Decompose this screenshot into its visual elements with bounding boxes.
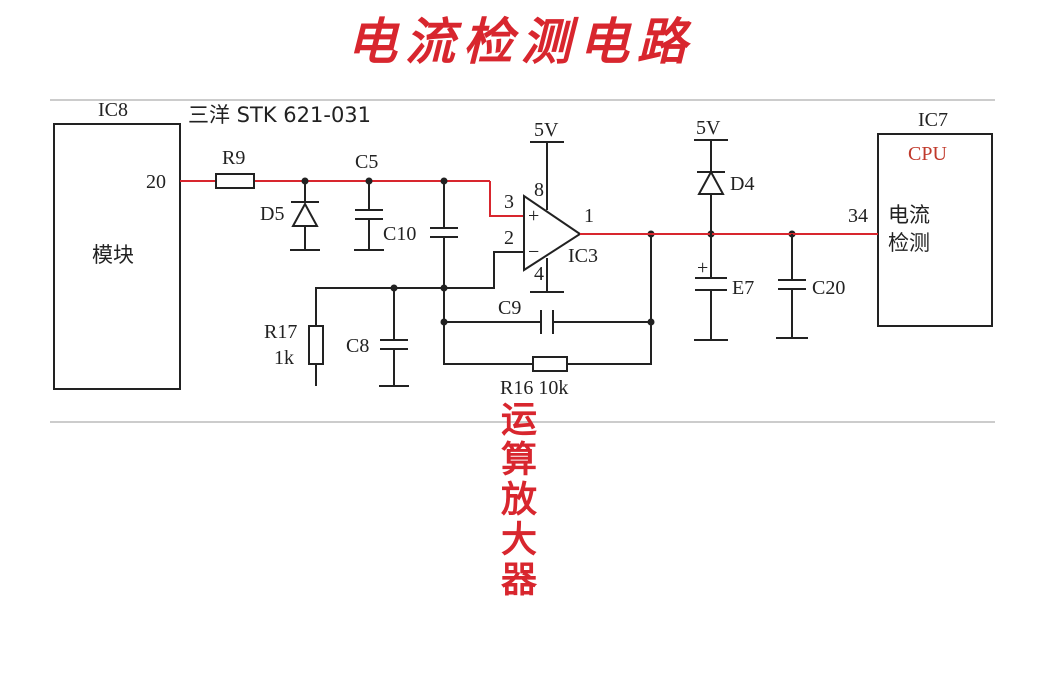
ic8-module-label: 模块: [92, 243, 134, 267]
opamp-plus: +: [528, 205, 539, 227]
feedback-wires: [443, 234, 652, 365]
e7-plus: +: [697, 257, 708, 279]
c20-capacitor: [776, 234, 808, 339]
opamp-annotation: 运算放大器: [495, 400, 537, 600]
ic8-part-number: 三洋 STK 621-031: [188, 103, 371, 127]
opamp-pin-3: 3: [504, 191, 514, 213]
ic8-pin-20: 20: [146, 171, 166, 193]
c8-capacitor: [379, 288, 409, 387]
opamp-ic3: [523, 141, 582, 293]
r16-label: R16 10k: [500, 377, 568, 399]
d4-diode: [694, 139, 728, 234]
r17-value: 1k: [274, 347, 294, 369]
opamp-minus: −: [528, 241, 539, 263]
ic8-module-box: [53, 123, 181, 390]
opamp-pin-4: 4: [534, 263, 544, 285]
ic7-function-line1: 电流: [888, 203, 930, 227]
opamp-ref: IC3: [568, 245, 598, 267]
ic7-pin-34: 34: [848, 205, 868, 227]
opamp-pin-2: 2: [504, 227, 514, 249]
r16-resistor: [532, 356, 568, 372]
e7-capacitor: [694, 234, 728, 341]
c5-capacitor: [354, 181, 384, 251]
diagram-title: 电流检测电路: [347, 12, 695, 71]
frame: [50, 99, 995, 423]
c9-label: C9: [498, 297, 521, 319]
c5-label: C5: [355, 151, 378, 173]
opamp-pin-8: 8: [534, 179, 544, 201]
inverting-input-wire: [315, 251, 524, 326]
d4-supply-label: 5V: [696, 117, 721, 139]
r9-label: R9: [222, 147, 245, 169]
r17-resistor: [308, 325, 324, 365]
opamp-supply-label: 5V: [534, 119, 559, 141]
ic7-cpu-box: [877, 133, 993, 327]
r9-resistor: [215, 173, 255, 189]
e7-label: E7: [732, 277, 754, 299]
c8-label: C8: [346, 335, 369, 357]
opamp-pin-1: 1: [584, 205, 594, 227]
r17-label: R17: [264, 321, 297, 343]
c20-label: C20: [812, 277, 845, 299]
ic7-function-line2: 检测: [888, 231, 930, 255]
ic8-ref: IC8: [98, 99, 128, 121]
c10-label: C10: [383, 223, 416, 245]
ic7-ref: IC7: [918, 109, 948, 131]
d4-label: D4: [730, 173, 754, 195]
ic7-cpu-label: CPU: [908, 143, 947, 165]
d5-label: D5: [260, 203, 284, 225]
d5-diode: [290, 181, 320, 251]
